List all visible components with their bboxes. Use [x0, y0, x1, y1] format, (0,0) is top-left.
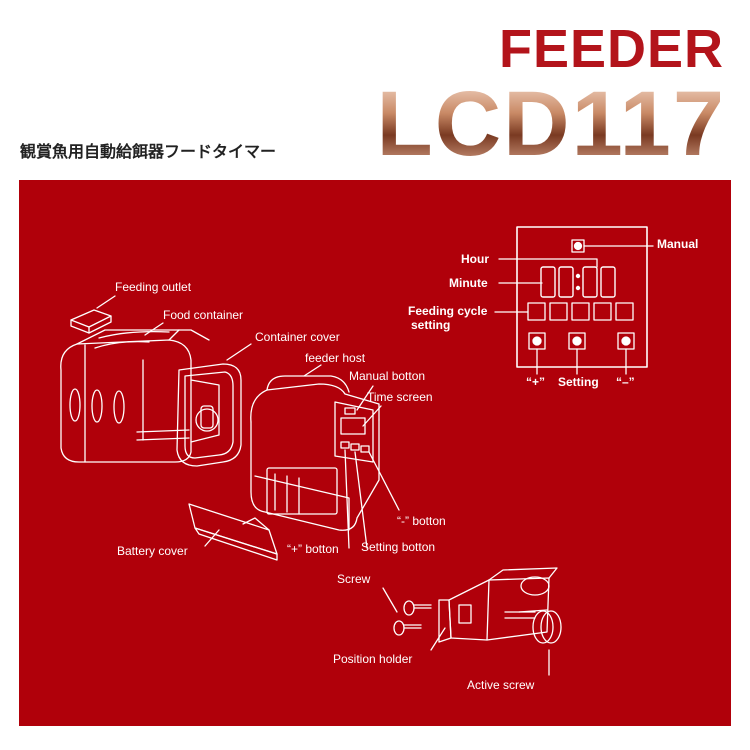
- active-screw-illustration: [505, 611, 561, 643]
- cycle-indicator-icon: [528, 303, 633, 320]
- label-active-screw: Active screw: [467, 679, 534, 691]
- control-panel-illustration: [495, 227, 653, 374]
- japanese-subtitle: 観賞魚用自動給餌器フードタイマー: [20, 138, 276, 162]
- label-container-cover: Container cover: [255, 331, 340, 343]
- feeder-host-illustration: [251, 376, 379, 530]
- setting-button-icon: [351, 444, 359, 450]
- label-position-holder: Position holder: [333, 653, 412, 665]
- label-feeding-cycle: Feeding cycle: [408, 305, 487, 317]
- label-minus: “–”: [616, 376, 635, 388]
- label-screw: Screw: [337, 573, 370, 585]
- food-container-illustration: [61, 330, 219, 462]
- label-time-screen: Time screen: [367, 391, 433, 403]
- label-minus-button: “-” botton: [397, 515, 446, 527]
- label-feeding-outlet: Feeding outlet: [115, 281, 191, 293]
- label-food-container: Food container: [163, 309, 243, 321]
- model-title: LCD117: [377, 78, 727, 170]
- minus-button-icon: [361, 446, 369, 452]
- label-minute: Minute: [449, 277, 488, 289]
- manual-button-icon: [345, 408, 355, 414]
- container-cover-illustration: [177, 364, 241, 466]
- label-feeding-cycle-setting: setting: [411, 319, 450, 331]
- label-feeder-host: feeder host: [305, 352, 365, 364]
- label-battery-cover: Battery cover: [117, 545, 188, 557]
- label-manual: Manual: [657, 238, 698, 250]
- label-manual-button: Manual botton: [349, 370, 425, 382]
- label-setting-button: Setting botton: [361, 541, 435, 553]
- position-holder-illustration: [439, 568, 557, 642]
- label-hour: Hour: [461, 253, 489, 265]
- label-setting: Setting: [558, 376, 599, 388]
- exploded-diagram: [19, 180, 731, 726]
- screw-illustration: [394, 601, 431, 635]
- plus-button-icon: [341, 442, 349, 448]
- label-plus-button: “+” botton: [287, 543, 339, 555]
- led-display-icon: [541, 267, 615, 297]
- diagram-panel: Manual Hour Minute Feeding cycle setting…: [19, 180, 731, 726]
- label-plus: “+”: [526, 376, 545, 388]
- feeder-title: FEEDER: [499, 22, 724, 76]
